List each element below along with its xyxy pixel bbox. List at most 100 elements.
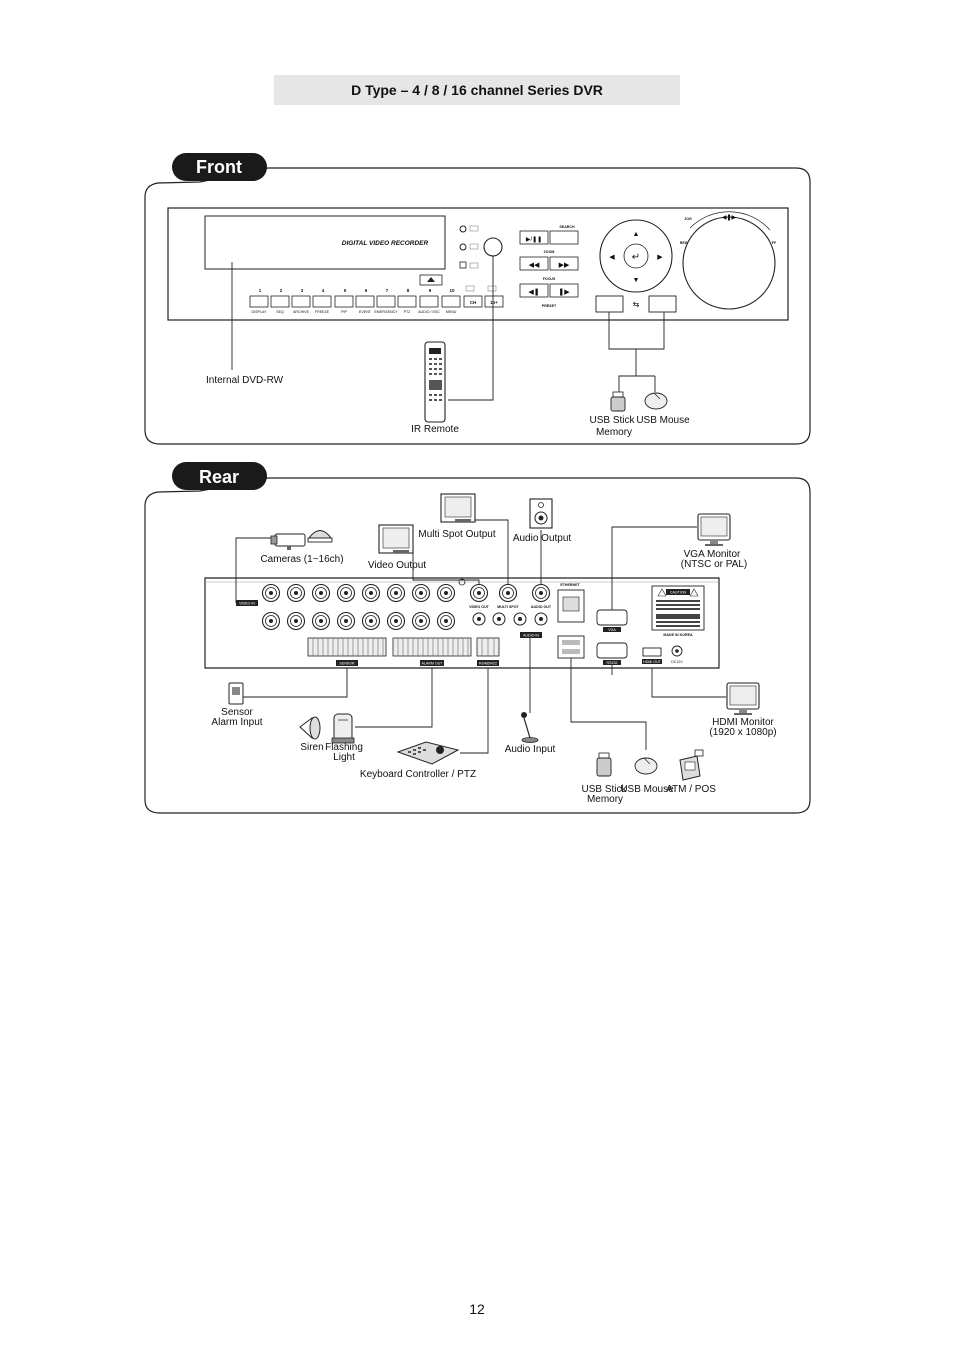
ir-remote-icon	[424, 341, 446, 423]
eject-icon	[427, 277, 435, 282]
callout-alarm-input: Alarm Input	[211, 717, 262, 728]
callout-cameras: Cameras (1~16ch)	[260, 554, 343, 565]
flashing-light-icon	[331, 713, 355, 744]
rear-callout-lines	[235, 519, 726, 754]
jog-shuttle[interactable]: JOG ◀❚▶ REW FF	[680, 211, 777, 310]
rs485-label: RS485/422	[479, 662, 497, 666]
rear-tab-label: Rear	[199, 467, 239, 487]
audio-inputs	[472, 612, 548, 626]
audio-out-port	[531, 583, 551, 603]
callout-rear-usb-stick: USB Stick	[581, 784, 627, 795]
rs232-port	[596, 642, 628, 659]
step-forward-icon: ❚▶	[558, 288, 570, 296]
rs485-terminal: RS485/422	[476, 637, 500, 666]
down-arrow-icon: ▼	[633, 277, 640, 284]
button-1-num: 1	[259, 288, 262, 293]
rear-usb-mouse-icon	[634, 757, 658, 775]
audio-out-label: AUDIO OUT	[531, 605, 552, 609]
alarm-terminal: ALARM OUT	[392, 637, 472, 666]
search-label: SEARCH	[559, 225, 575, 229]
callout-ir-remote: IR Remote	[411, 424, 459, 435]
callout-vga-monitor-spec: (NTSC or PAL)	[681, 559, 748, 570]
zoom-label: ZOOM	[544, 250, 555, 254]
video-in-label: VIDEO IN	[239, 602, 255, 606]
direction-pad[interactable]: ↵ ▲ ▼ ◀ ▶	[599, 219, 673, 293]
camera-icons	[270, 530, 333, 550]
multi-spot-monitor-icon	[440, 493, 476, 523]
play-pause-button[interactable]	[519, 230, 549, 245]
front-usb-port-2	[648, 295, 677, 313]
rear-section: Rear VIDEO IN VIDEO OUT MULTI SPOT AUDIO…	[144, 462, 811, 814]
callout-siren: Siren	[300, 742, 323, 753]
play-pause-icon: ▶/❚❚	[526, 236, 542, 243]
front-tab	[172, 153, 267, 181]
preset-label: PRESET	[542, 304, 557, 308]
page-number: 12	[469, 1301, 485, 1317]
document-title: D Type – 4 / 8 / 16 channel Series DVR	[274, 75, 680, 105]
rewind-button[interactable]	[519, 256, 549, 271]
ethernet-label: ETHERNET	[560, 583, 580, 587]
ir-receiver-icon	[483, 237, 503, 257]
search-button[interactable]	[549, 230, 579, 245]
rear-usb-stick-icon	[596, 752, 612, 777]
callout-flashing: Flashing	[325, 742, 363, 753]
ten-plus-button[interactable]	[484, 295, 504, 308]
sensor-label: SENSOR	[339, 662, 355, 666]
usb-mouse-icon	[644, 392, 668, 410]
left-arrow-icon: ◀	[609, 254, 615, 261]
callout-multi-spot-output: Multi Spot Output	[418, 529, 495, 540]
made-in-label: MADE IN KOREA	[663, 633, 693, 637]
ch-button[interactable]	[463, 295, 483, 308]
button-7-num: 7	[386, 288, 389, 293]
keyboard-controller-icon	[396, 741, 460, 765]
hdmi-label: HDMI OUT	[643, 660, 662, 664]
sensor-icon	[228, 682, 244, 705]
callout-atm-pos: ATM / POS	[666, 784, 716, 795]
vga-label: VGA	[608, 628, 616, 632]
button-7-label: EMERGENCY	[374, 310, 398, 314]
microphone-icon	[521, 712, 539, 743]
enter-button[interactable]	[623, 243, 649, 269]
button-5-num: 5	[344, 288, 347, 293]
button-1-label: DISPLAY	[252, 310, 268, 314]
button-2-label: SEQ	[276, 310, 284, 314]
hdmi-monitor-icon	[726, 682, 760, 716]
button-5-label: PIP	[341, 310, 347, 314]
step-back-button[interactable]	[519, 283, 549, 298]
front-usb-port-1	[595, 295, 624, 313]
ten-plus-button-label: 10+	[490, 300, 498, 305]
callout-audio-input: Audio Input	[505, 744, 556, 755]
step-forward-button[interactable]	[549, 283, 579, 298]
fast-forward-button[interactable]	[549, 256, 579, 271]
callout-audio-output: Audio Output	[513, 533, 572, 544]
button-3-num: 3	[301, 288, 304, 293]
rewind-icon: ◀◀	[529, 262, 540, 269]
right-arrow-icon: ▶	[657, 254, 663, 261]
audio-in-badge	[520, 632, 542, 638]
video-out-label: VIDEO OUT	[469, 605, 490, 609]
callout-sensor: Sensor	[221, 707, 253, 718]
button-4-label: FREEZE	[315, 310, 330, 314]
button-8-label: PTZ	[404, 310, 412, 314]
step-back-icon: ◀❚	[528, 288, 539, 296]
vga-monitor-icon	[697, 513, 731, 547]
rs232-label: RS232	[607, 661, 618, 665]
vga-port	[596, 609, 628, 626]
video-in-badge	[236, 600, 258, 606]
front-callout-lines	[231, 256, 665, 401]
multi-spot-label: MULTI SPOT	[497, 605, 519, 609]
button-4-num: 4	[322, 288, 325, 293]
ground-screw-icon	[458, 578, 466, 586]
